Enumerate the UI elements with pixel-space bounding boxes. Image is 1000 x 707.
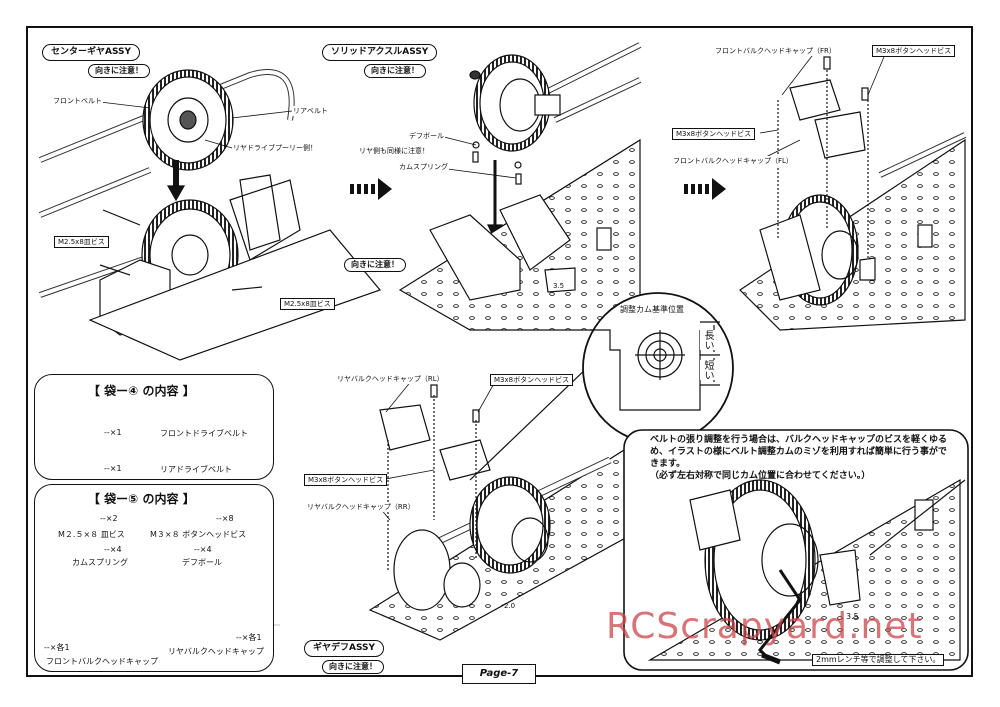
leader-lines bbox=[91, 51, 887, 521]
step4-note: 向きに注意！ bbox=[322, 660, 384, 674]
bag5-item-5-qty: ‐‐×各1 bbox=[44, 643, 70, 652]
watermark: RCScrapyard.net bbox=[606, 606, 923, 647]
button-screw-label-front: M3x8ボタンヘッドビス bbox=[872, 45, 956, 57]
rear-same-label: リヤ側も同様に注意！ bbox=[358, 146, 430, 156]
belt-adjust-instruction: ベルトの張り調整を行う場合は、バルクヘッドキャップのビスを軽くゆるめ、イラストの… bbox=[650, 435, 948, 481]
bag5-item-1-name: M２.５×８ 皿ビス bbox=[58, 530, 125, 539]
bag5-item-1-qty: ‐‐×2 bbox=[100, 514, 118, 523]
button-screw-label-rear-mid: M3x8ボタンヘッドビス bbox=[304, 474, 388, 486]
step2-note-bottom: 向きに注意！ bbox=[344, 258, 406, 272]
bag5-contents-box bbox=[34, 484, 274, 672]
bag5-title: 【 袋ー⑤ の内容 】 bbox=[88, 492, 195, 506]
step4-title: ギヤデフASSY bbox=[304, 640, 385, 657]
step1-note: 向きに注意！ bbox=[88, 64, 150, 78]
diff-ball-label: デフボール bbox=[408, 131, 445, 141]
cam-reference-title: 調整カム基準位置 bbox=[620, 304, 684, 315]
bag5-item-6-name: リヤバルクヘッドキャップ bbox=[168, 647, 264, 656]
front-cap-fl-label: フロントバルクヘッドキャップ（FL） bbox=[672, 156, 794, 166]
bag4-contents-box bbox=[34, 374, 274, 480]
cam-long-label: 長い bbox=[700, 330, 715, 350]
step-arrow-1 bbox=[350, 178, 392, 200]
bag4-item-2-name: リアドライブベルト bbox=[160, 465, 232, 474]
rear-belt-label: リアベルト bbox=[292, 106, 329, 116]
bag4-item-1-qty: ‐‐×1 bbox=[104, 428, 122, 437]
countersunk-screw-label-a: M2.5x8皿ビス bbox=[54, 236, 109, 248]
bag5-item-6-qty: ‐‐×各1 bbox=[236, 633, 262, 642]
rear-cap-rl-label: リヤバルクヘッドキャップ（RL） bbox=[336, 374, 445, 384]
belt-adjust-detail bbox=[623, 429, 969, 671]
button-screw-label-front-left: M3x8ボタンヘッドビス bbox=[672, 128, 756, 140]
bag5-item-5-name: フロントバルクヘッドキャップ bbox=[46, 657, 158, 666]
step-arrow-2 bbox=[684, 178, 726, 200]
center-gear-assembly bbox=[38, 69, 382, 361]
cam-spring-label: カムスプリング bbox=[398, 162, 449, 172]
bag5-item-2-name: M３×８ ボタンヘッドビス bbox=[150, 530, 247, 539]
page-number: Page-7 bbox=[462, 664, 536, 684]
front-bulkhead-assembly bbox=[739, 56, 967, 331]
step2-title: ソリッドアクスルASSY bbox=[322, 44, 438, 61]
rear-cap-rr-label: リヤバルクヘッドキャップ（RR） bbox=[306, 502, 416, 512]
bag5-item-4-qty: ‐‐×4 bbox=[194, 545, 212, 554]
cam-short-label: 短い bbox=[700, 360, 715, 380]
step2-note-top: 向きに注意！ bbox=[364, 64, 426, 78]
countersunk-screw-label-b: M2.5x8皿ビス bbox=[280, 298, 335, 310]
bag5-item-4-name: デフボール bbox=[182, 558, 222, 567]
bag4-item-1-name: フロントドライブベルト bbox=[160, 429, 248, 438]
bag5-item-3-qty: ‐‐×4 bbox=[104, 545, 122, 554]
bag5-item-3-name: カムスプリング bbox=[72, 558, 128, 567]
pulley-side-label: リヤドライブプーリー側！ bbox=[232, 143, 318, 153]
button-screw-label-rear-top: M3x8ボタンヘッドビス bbox=[490, 374, 574, 386]
wrench-instruction: 2mmレンチ等で調整して下さい。 bbox=[812, 654, 945, 666]
cam-mark-step2: 3.5 bbox=[553, 282, 565, 290]
bag4-item-2-qty: ‐‐×1 bbox=[104, 464, 122, 473]
gear-diff-assembly bbox=[368, 364, 641, 641]
step1-title: センターギヤASSY bbox=[42, 44, 141, 61]
front-belt-label: フロントベルト bbox=[52, 96, 103, 106]
cam-mark-step4: 2.0 bbox=[504, 602, 516, 610]
front-cap-fr-label: フロントバルクヘッドキャップ（FR） bbox=[714, 46, 837, 56]
bag5-item-2-qty: ‐‐×8 bbox=[216, 514, 234, 523]
solid-axle-assembly bbox=[398, 42, 642, 331]
bag4-title: 【 袋ー④ の内容 】 bbox=[88, 384, 195, 398]
cam-mark-detail: 3.5 bbox=[846, 612, 859, 621]
